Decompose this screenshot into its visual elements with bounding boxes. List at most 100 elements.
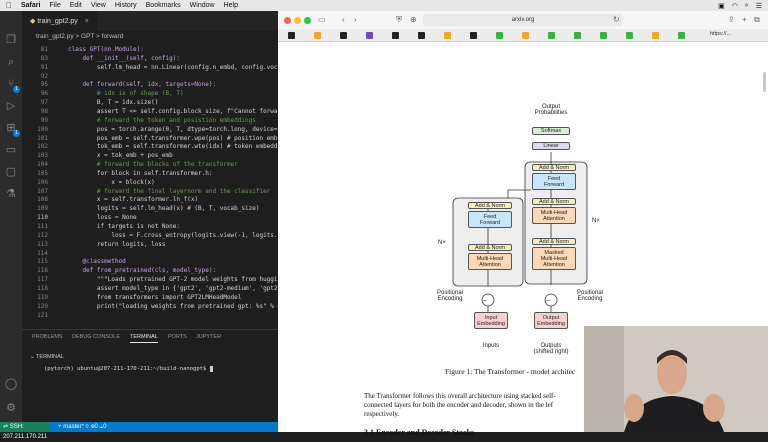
- tab-favicon-icon[interactable]: [626, 32, 633, 39]
- code-line[interactable]: def from_pretrained(cls, model_type):: [68, 267, 217, 275]
- screen-record-icon[interactable]: ▣: [718, 2, 725, 10]
- tab-favicon-icon[interactable]: [574, 32, 581, 39]
- code-line[interactable]: assert T <= self.config.block_size, f"Ca…: [68, 107, 278, 115]
- code-line[interactable]: B, T = idx.size(): [68, 99, 159, 107]
- translate-icon[interactable]: ⊕: [410, 15, 417, 24]
- back-icon[interactable]: ‹: [342, 15, 345, 24]
- menu-help[interactable]: Help: [217, 2, 238, 9]
- panel-tab-problems[interactable]: PROBLEMS: [32, 334, 63, 340]
- chevron-down-icon[interactable]: ⌄: [30, 354, 37, 360]
- menu-view[interactable]: View: [84, 2, 106, 9]
- code-line[interactable]: print("loading weights from pretrained g…: [68, 302, 278, 310]
- zoom-window-button[interactable]: [304, 17, 311, 24]
- tab-favicon-icon[interactable]: [392, 32, 399, 39]
- account-icon[interactable]: ◯: [4, 378, 18, 390]
- apple-menu-icon[interactable]: : [6, 1, 12, 10]
- control-center-icon[interactable]: ☰: [755, 2, 762, 10]
- panel-tab-jupyter[interactable]: JUPYTER: [196, 334, 222, 340]
- tab-train-gpt2[interactable]: ◆ train_gpt2.py ×: [22, 11, 97, 31]
- minimize-window-button[interactable]: [294, 17, 301, 24]
- code-line[interactable]: for block in self.transformer.h:: [68, 169, 213, 177]
- code-line[interactable]: logits = self.lm_head(x) # (B, T, vocab_…: [68, 205, 260, 213]
- scrollbar[interactable]: [763, 72, 766, 92]
- tab-favicon-icon[interactable]: [366, 32, 373, 39]
- tab-favicon-icon[interactable]: [496, 32, 503, 39]
- code-line[interactable]: # idx is of shape (B, T): [68, 90, 184, 98]
- tab-favicon-icon[interactable]: [600, 32, 607, 39]
- code-line[interactable]: """Loads pretrained GPT-2 model weights …: [68, 276, 278, 284]
- tab-favicon-icon[interactable]: [678, 32, 685, 39]
- active-tab-label[interactable]: https://...: [710, 31, 732, 37]
- new-tab-icon[interactable]: +: [742, 15, 747, 24]
- menu-window[interactable]: Window: [183, 2, 215, 9]
- remote-ssh-indicator[interactable]: ⇌ SSH: 207.211.170.211: [0, 422, 50, 440]
- run-debug-icon[interactable]: ▷: [6, 100, 16, 112]
- close-window-button[interactable]: [284, 17, 291, 24]
- tab-favicon-icon[interactable]: [340, 32, 347, 39]
- code-line[interactable]: def forward(self, idx, targets=None):: [68, 81, 217, 89]
- panel-tab-debug-console[interactable]: DEBUG CONSOLE: [72, 334, 120, 340]
- code-line[interactable]: # forward the blocks of the transformer: [68, 161, 238, 169]
- breadcrumb[interactable]: train_gpt2.py > GPT > forward: [22, 31, 278, 42]
- tab-favicon-icon[interactable]: [522, 32, 529, 39]
- encoder-add-norm-top: Add & Norm: [468, 202, 512, 209]
- code-line[interactable]: self.lm_head = nn.Linear(config.n_embd, …: [68, 63, 278, 71]
- git-branch-indicator[interactable]: ⑂ master* ⟳ ⊗0 ⚠0: [58, 424, 107, 430]
- close-tab-icon[interactable]: ×: [84, 18, 89, 25]
- menu-file[interactable]: File: [43, 2, 60, 9]
- wifi-icon[interactable]: ◠: [731, 2, 738, 10]
- panel-tab-terminal[interactable]: TERMINAL: [130, 334, 158, 343]
- reload-icon[interactable]: ↻: [613, 15, 620, 24]
- tab-favicon-icon[interactable]: [470, 32, 477, 39]
- code-line[interactable]: pos_emb = self.transformer.wpe(pos) # po…: [68, 134, 278, 142]
- code-line[interactable]: x = self.transformer.ln_f(x): [68, 196, 199, 204]
- menu-bookmarks[interactable]: Bookmarks: [139, 2, 181, 9]
- tab-favicon-icon[interactable]: [418, 32, 425, 39]
- code-line[interactable]: # forward the final layernorm and the cl…: [68, 187, 271, 195]
- forward-icon[interactable]: ›: [354, 15, 357, 24]
- code-line[interactable]: loss = F.cross_entropy(logits.view(-1, l…: [68, 231, 278, 239]
- address-bar[interactable]: arxiv.org: [423, 14, 623, 26]
- code-line[interactable]: x = block(x): [68, 178, 155, 186]
- code-line[interactable]: class GPT(nn.Module):: [68, 46, 144, 53]
- menu-safari[interactable]: Safari: [15, 2, 40, 9]
- explorer-icon[interactable]: ❐: [6, 34, 16, 46]
- code-line[interactable]: return logits, loss: [68, 240, 166, 248]
- panel-tab-ports[interactable]: PORTS: [168, 334, 187, 340]
- sidebar-icon[interactable]: ▭: [318, 15, 326, 24]
- menu-edit[interactable]: Edit: [63, 2, 82, 9]
- code-line[interactable]: pos = torch.arange(0, T, dtype=torch.lon…: [68, 125, 278, 133]
- terminal-prompt[interactable]: (pytorch) ubuntu@207-211-170-211:~/build…: [44, 366, 213, 372]
- code-line[interactable]: @classmethod: [68, 258, 126, 266]
- chat-icon[interactable]: ▢: [5, 166, 17, 178]
- tab-overview-icon[interactable]: ⧉: [754, 15, 760, 24]
- arxiv-paper-page[interactable]: ~ ~ Output Probabilities Softmax Linear …: [278, 42, 768, 437]
- code-line[interactable]: if targets is not None:: [68, 223, 180, 230]
- remote-explorer-icon[interactable]: ▭: [5, 144, 17, 156]
- tab-favicon-icon[interactable]: [444, 32, 451, 39]
- tab-favicon-icon[interactable]: [652, 32, 659, 39]
- extensions-icon[interactable]: ⊞1: [4, 121, 20, 137]
- search-icon[interactable]: ⌕: [7, 56, 15, 68]
- source-control-icon[interactable]: ⑂1: [4, 77, 20, 93]
- tab-favicon-icon[interactable]: [548, 32, 555, 39]
- line-number: 104: [37, 161, 48, 169]
- search-icon[interactable]: ⌕: [744, 1, 749, 9]
- menubar-status-icons: ▣ ◠ ⌕ ☰: [718, 2, 768, 10]
- code-line[interactable]: assert model_type in {'gpt2', 'gpt2-medi…: [68, 284, 278, 292]
- code-line[interactable]: from transformers import GPT2LMHeadModel: [68, 293, 242, 301]
- testing-icon[interactable]: ⚗: [6, 188, 16, 200]
- tab-favicon-icon[interactable]: [288, 32, 295, 39]
- settings-gear-icon[interactable]: ⚙: [6, 402, 16, 414]
- remote-icon: ⇌: [3, 424, 10, 430]
- shield-icon[interactable]: ⛨: [396, 15, 402, 24]
- tab-favicon-icon[interactable]: [314, 32, 321, 39]
- code-line[interactable]: def __init__(self, config):: [68, 54, 180, 62]
- share-icon[interactable]: ⇪: [728, 15, 735, 24]
- code-line[interactable]: x = tok_emb + pos_emb: [68, 152, 173, 160]
- code-line[interactable]: tok_emb = self.transformer.wte(idx) # to…: [68, 143, 278, 151]
- menu-history[interactable]: History: [108, 2, 137, 9]
- code-line[interactable]: loss = None: [68, 214, 137, 222]
- code-line[interactable]: # forward the token and posistion embedd…: [68, 116, 256, 124]
